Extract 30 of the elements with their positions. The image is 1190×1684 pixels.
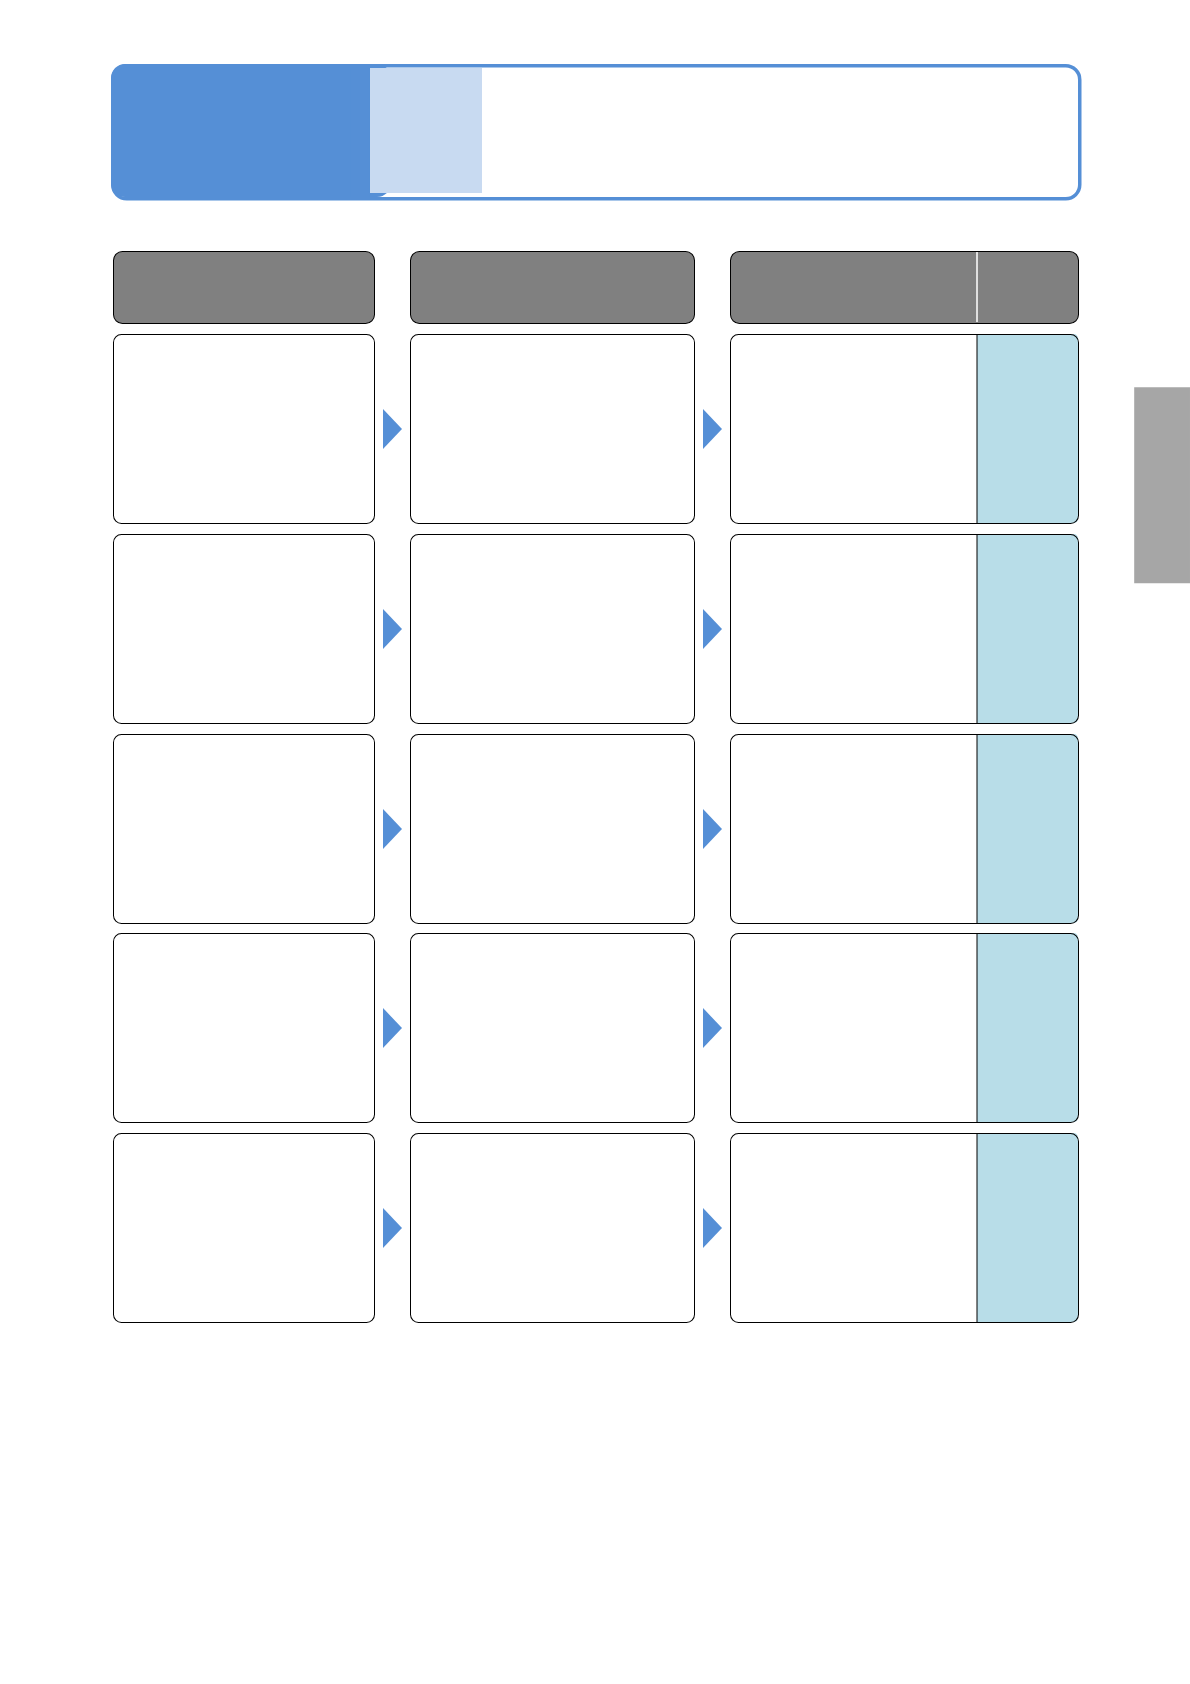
process-box — [410, 734, 695, 924]
process-box — [410, 1133, 695, 1323]
process-box — [113, 534, 375, 724]
process-box — [113, 334, 375, 524]
arrow — [703, 409, 722, 449]
arrow — [383, 1208, 402, 1248]
process-box — [730, 333, 1079, 524]
arrow — [383, 809, 402, 849]
process-box — [410, 534, 695, 724]
column-header — [730, 251, 1079, 324]
arrow — [703, 609, 722, 649]
process-box — [113, 933, 375, 1123]
arrow — [383, 409, 402, 449]
arrow — [703, 809, 722, 849]
process-box — [730, 533, 1079, 724]
title-band — [111, 64, 1082, 201]
process-box — [410, 933, 695, 1123]
column-header — [410, 251, 695, 324]
arrow — [383, 609, 402, 649]
process-box — [113, 734, 375, 924]
arrow — [703, 1008, 722, 1048]
process-box — [113, 1133, 375, 1323]
process-box — [410, 334, 695, 524]
column-header — [113, 251, 375, 324]
arrow — [703, 1208, 722, 1248]
process-box — [730, 932, 1079, 1123]
process-box — [730, 1132, 1079, 1323]
process-box — [730, 733, 1079, 924]
side-tab — [1134, 387, 1190, 584]
arrow — [383, 1008, 402, 1048]
